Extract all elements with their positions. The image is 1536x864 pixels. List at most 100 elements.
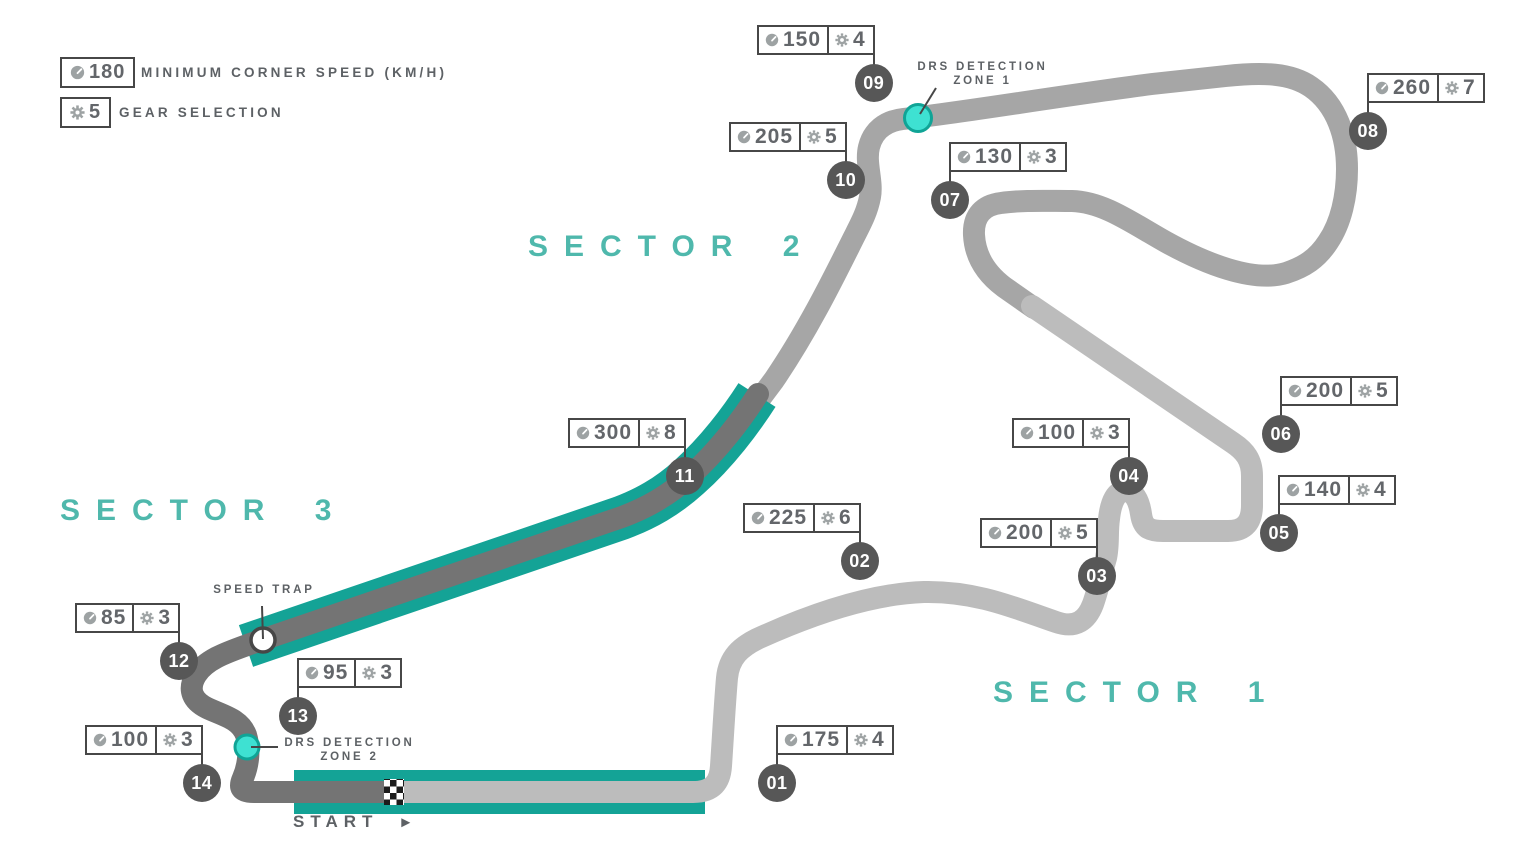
corner-speed-cell: 85	[77, 605, 132, 631]
corner-gear-value: 3	[1045, 145, 1058, 168]
start-finish-line	[384, 779, 404, 805]
speedometer-icon	[784, 733, 798, 747]
corner-marker-10: 205 5 10	[729, 122, 865, 199]
corner-connector-line	[1127, 446, 1130, 464]
speedometer-icon	[1288, 384, 1302, 398]
speed-trap-label: SPEED TRAP	[213, 584, 315, 596]
corner-connector-line	[1278, 503, 1280, 521]
speedometer-icon	[305, 666, 319, 680]
speedometer-icon	[957, 150, 971, 164]
corner-marker-11: 300 8 11	[568, 418, 704, 495]
corner-speed-value: 85	[101, 606, 127, 629]
gear-icon	[854, 733, 868, 747]
corner-number-badge: 04	[1109, 457, 1148, 495]
speedometer-icon	[765, 33, 779, 47]
corner-number-badge: 13	[279, 697, 317, 735]
corner-gear-cell: 5	[1050, 520, 1096, 546]
gear-icon	[163, 733, 177, 747]
corner-speed-cell: 140	[1280, 477, 1348, 503]
corner-number-badge: 07	[931, 181, 969, 219]
corner-speed-cell: 205	[731, 124, 799, 150]
gear-icon	[1027, 150, 1041, 164]
corner-speed-value: 150	[783, 28, 822, 51]
speedometer-icon	[576, 426, 590, 440]
corner-speed-cell: 300	[570, 420, 638, 446]
speedometer-icon	[1020, 426, 1034, 440]
corner-gear-value: 6	[839, 506, 852, 529]
gear-icon	[646, 426, 660, 440]
corner-speed-cell: 130	[951, 144, 1019, 170]
corner-speed-cell: 225	[745, 505, 813, 531]
corner-speed-value: 205	[755, 125, 794, 148]
corner-info-box: 300 8	[568, 418, 686, 448]
corner-number-badge: 12	[160, 642, 199, 680]
corner-marker-04: 100 3 04	[1012, 418, 1148, 495]
corner-speed-cell: 200	[1282, 378, 1350, 404]
corner-gear-value: 3	[1108, 421, 1121, 444]
corner-number-badge: 08	[1349, 112, 1387, 150]
gear-icon	[1358, 384, 1372, 398]
legend-speed-sample: 180	[60, 57, 136, 88]
corner-speed-value: 100	[1038, 421, 1077, 444]
corner-speed-cell: 100	[1014, 420, 1082, 446]
corner-speed-cell: 200	[982, 520, 1050, 546]
corner-speed-value: 100	[111, 728, 150, 751]
corner-info-box: 200 5	[980, 518, 1098, 548]
corner-info-box: 100 3	[1012, 418, 1130, 448]
corner-connector-line	[776, 753, 778, 771]
speedometer-icon	[988, 526, 1002, 540]
corner-number-badge: 02	[840, 542, 879, 580]
corner-number-badge: 09	[854, 64, 893, 102]
corner-gear-cell: 8	[638, 420, 684, 446]
corner-gear-cell: 3	[132, 605, 178, 631]
corner-marker-03: 200 5 03	[980, 518, 1116, 595]
corner-info-box: 225 6	[743, 503, 861, 533]
corner-info-box: 100 3	[85, 725, 203, 755]
gear-icon	[1090, 426, 1104, 440]
gear-icon	[1445, 81, 1459, 95]
gear-icon	[835, 33, 849, 47]
corner-gear-value: 5	[1376, 379, 1389, 402]
corner-marker-05: 140 4 05	[1260, 475, 1396, 552]
gear-icon	[821, 511, 835, 525]
legend-gear-value: 5	[89, 101, 102, 123]
corner-gear-cell: 3	[354, 660, 400, 686]
legend-gear-sample: 5	[60, 97, 112, 128]
drs-detection-zone-2-label: DRS DETECTION ZONE 2	[284, 737, 415, 763]
corner-gear-cell: 7	[1437, 75, 1483, 101]
corner-gear-cell: 6	[813, 505, 859, 531]
corner-info-box: 150 4	[757, 25, 875, 55]
legend-gear-label: GEAR SELECTION	[119, 105, 284, 120]
corner-number-badge: 14	[182, 764, 221, 802]
corner-connector-line	[1095, 546, 1098, 564]
corner-gear-cell: 4	[827, 27, 873, 53]
corner-gear-value: 5	[825, 125, 838, 148]
speedometer-icon	[737, 130, 751, 144]
gear-icon	[1058, 526, 1072, 540]
corner-info-box: 175 4	[776, 725, 894, 755]
corner-marker-14: 100 3 14	[85, 725, 221, 802]
corner-info-box: 140 4	[1278, 475, 1396, 505]
corner-speed-value: 95	[323, 661, 349, 684]
track-sector-2	[751, 62, 1358, 407]
corner-info-box: 205 5	[729, 122, 847, 152]
corner-speed-value: 260	[1393, 76, 1432, 99]
corner-marker-06: 200 5 06	[1262, 376, 1398, 453]
corner-marker-01: 175 4 01	[758, 725, 894, 802]
corner-gear-value: 4	[853, 28, 866, 51]
corner-number-badge: 01	[758, 764, 796, 802]
speed-trap-pointer-line	[261, 605, 264, 640]
corner-gear-value: 3	[380, 661, 394, 684]
corner-connector-line	[178, 631, 181, 649]
corner-speed-cell: 95	[299, 660, 354, 686]
corner-number-badge: 06	[1262, 415, 1300, 453]
sector-1-title: SECTOR 1	[993, 676, 1281, 709]
corner-gear-value: 8	[664, 421, 677, 444]
speedometer-icon	[70, 65, 85, 80]
legend-speed-value: 180	[89, 61, 126, 83]
corner-number-badge: 03	[1077, 557, 1116, 595]
drs-zone-1-pointer-line	[919, 87, 937, 115]
gear-icon	[1356, 483, 1370, 497]
corner-marker-07: 130 3 07	[931, 142, 1067, 219]
